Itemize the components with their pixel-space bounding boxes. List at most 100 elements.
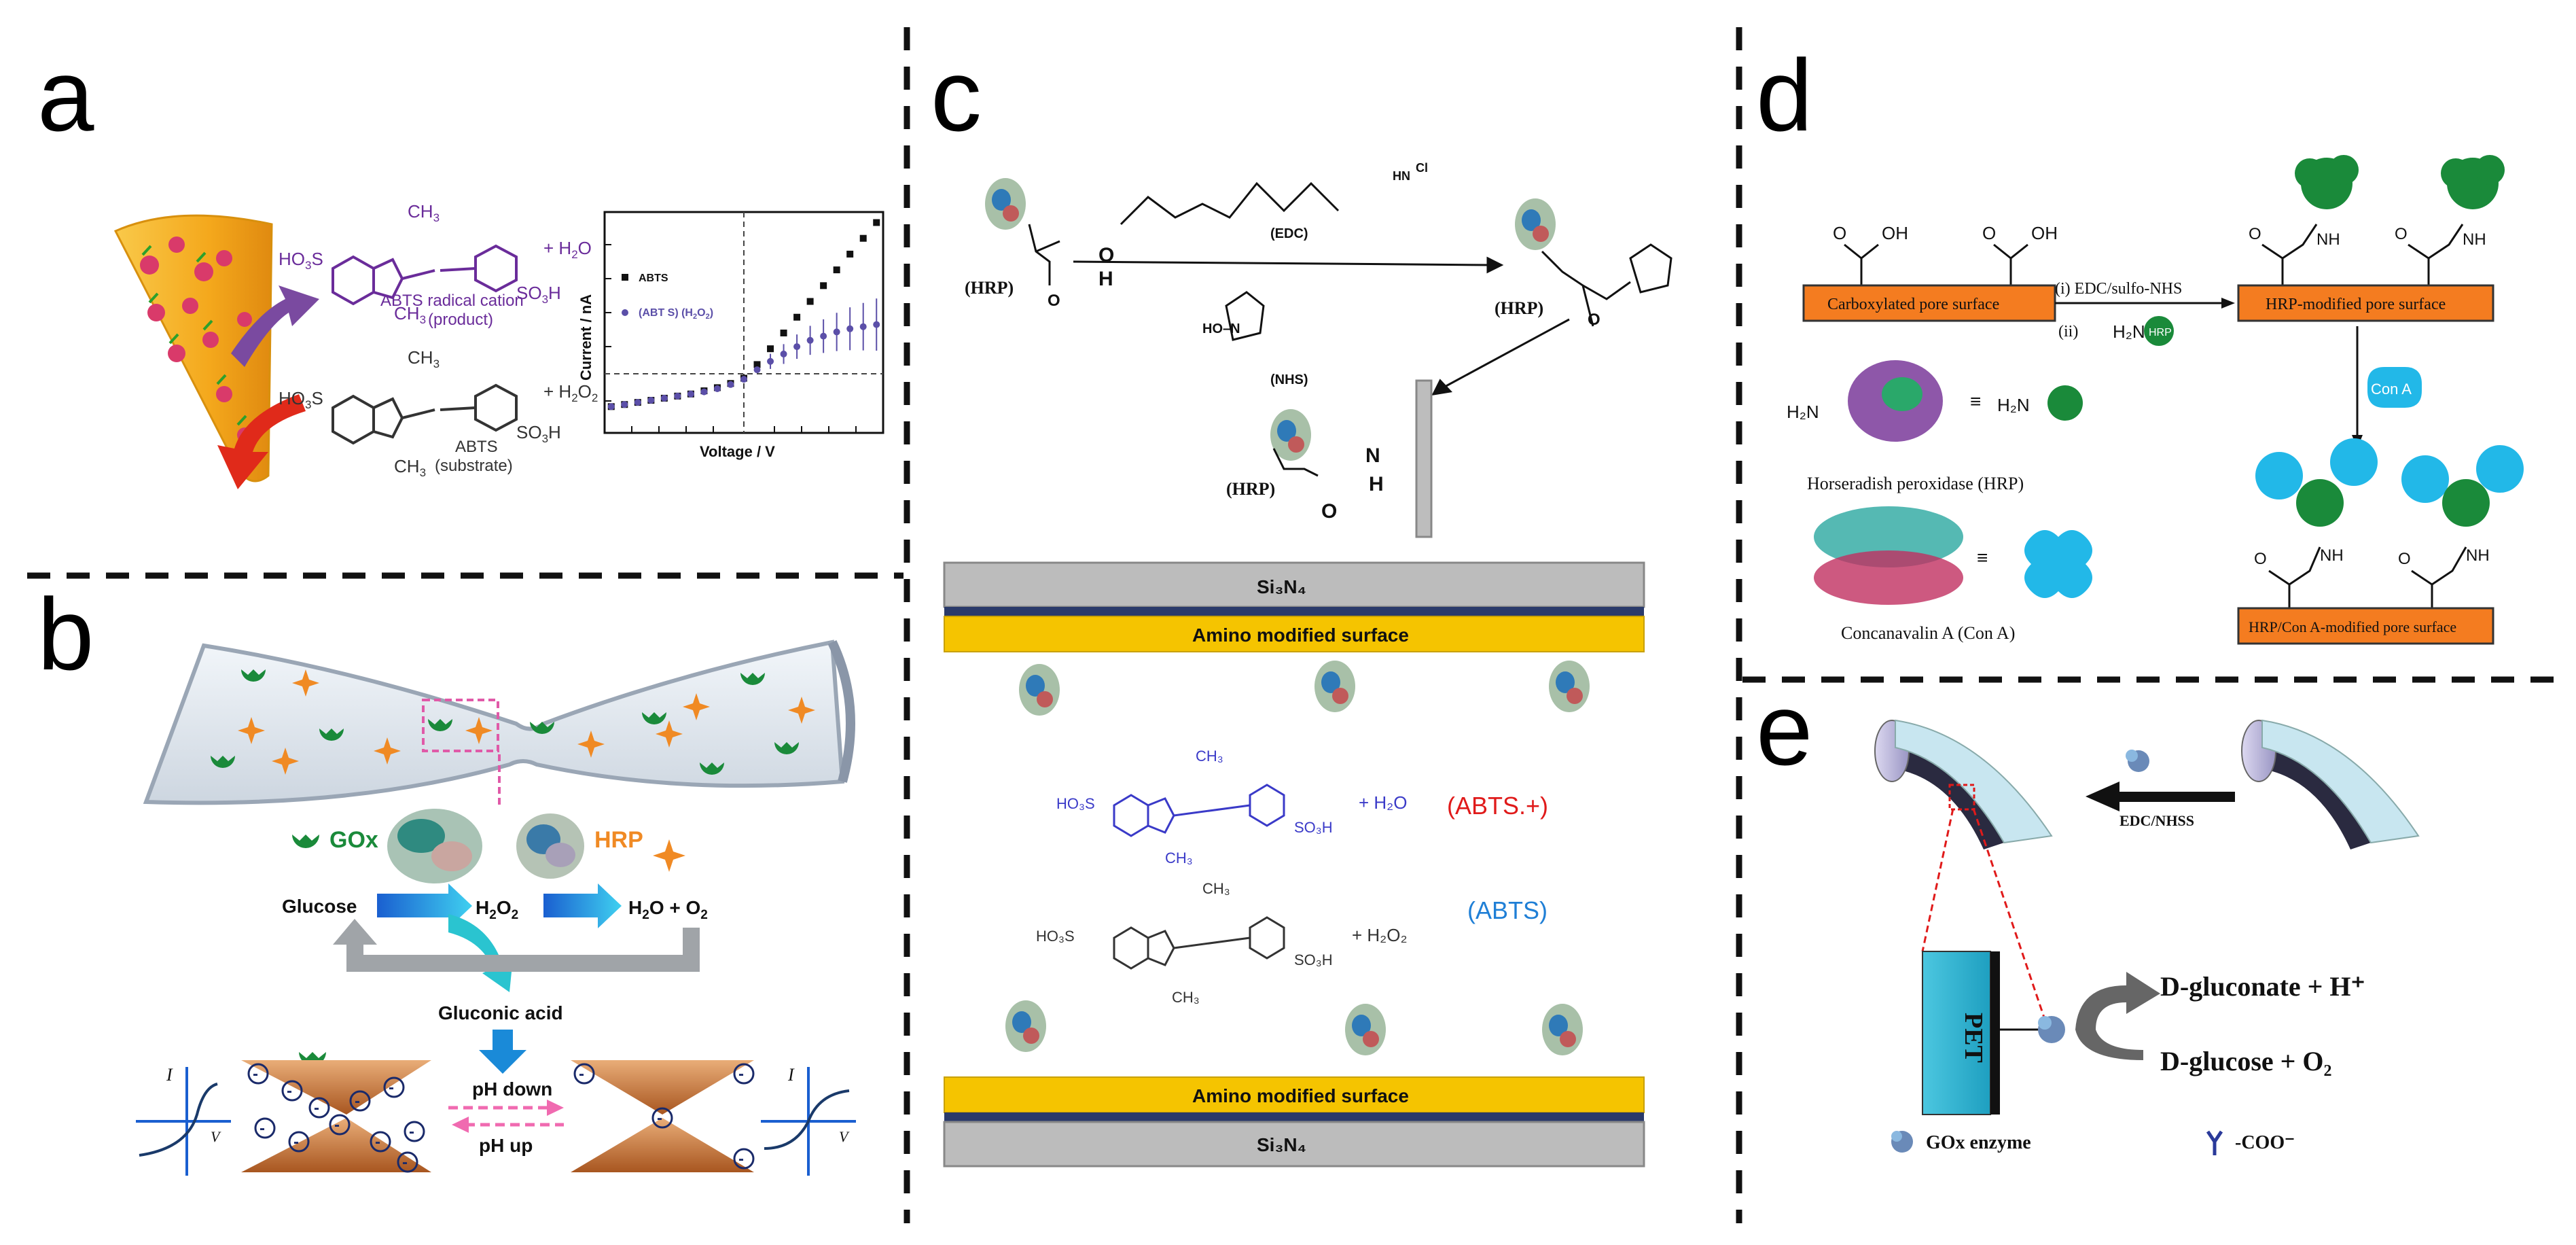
abts-h2o2-point: [740, 376, 747, 383]
zoom-box-e: [1948, 784, 1975, 811]
abts-h2o2-point: [674, 392, 681, 400]
svg-text:CH₃: CH₃: [1172, 989, 1200, 1006]
abts-product-label: (product): [428, 311, 493, 329]
abts-point: [780, 329, 787, 336]
svg-text:NH: NH: [2463, 230, 2486, 249]
abts-point: [753, 361, 761, 368]
svg-text:+ H₂O: + H₂O: [1359, 792, 1408, 813]
abts-h2o2-point: [647, 397, 655, 404]
coo-legend: -COO⁻: [2206, 1130, 2295, 1155]
abts-h2o2-point: [806, 336, 814, 344]
nanochannel-left: [1874, 719, 2053, 849]
iv-chart: ABTS (ABT S) (H2O2) Current / nA Voltage…: [577, 211, 884, 460]
abts-label: (ABTS): [1467, 896, 1548, 924]
abts-h2o2-point: [793, 343, 801, 351]
gox-label: GOx: [329, 827, 378, 853]
edc-label: (EDC): [1270, 226, 1308, 241]
hrp-label: HRP: [594, 827, 643, 853]
svg-text:+ H₂O₂: + H₂O₂: [1352, 925, 1408, 945]
svg-text:-COO⁻: -COO⁻: [2235, 1132, 2295, 1153]
svg-text:I: I: [787, 1065, 795, 1085]
d-glucose-label: D-glucose + O₂: [2160, 1046, 2332, 1076]
svg-text:SO₃H: SO₃H: [1294, 951, 1333, 968]
legend-abts: ABTS: [639, 273, 668, 284]
step-ii-label: (ii): [2058, 323, 2078, 340]
svg-text:-: -: [402, 1153, 408, 1172]
hrp-cona-surface: [2237, 607, 2494, 645]
hrp-protein-illustration: [516, 813, 584, 879]
legend-abts-h2o2: (ABT S) (H2O2): [639, 307, 713, 321]
abts-substrate-label: ABTS: [455, 438, 498, 456]
con-a-blobs: [2255, 438, 2524, 503]
edc-nhss-label: EDC/NHSS: [2119, 812, 2194, 829]
o-label-2: O: [1048, 292, 1060, 310]
ph-up-label: pH up: [479, 1135, 533, 1156]
svg-text:O: O: [2395, 225, 2408, 243]
svg-text:-: -: [738, 1150, 744, 1168]
channel-rim: [827, 640, 855, 783]
svg-text:O: O: [2398, 550, 2411, 568]
svg-text:≡: ≡: [1977, 547, 1988, 568]
svg-text:GOx enzyme: GOx enzyme: [1926, 1132, 2031, 1153]
con-a-molecule-legend: ≡: [1814, 506, 2092, 605]
abts-h2o2-point: [687, 390, 694, 398]
gox-enzyme-bound: [2038, 1016, 2065, 1043]
o-label-1: O: [1098, 244, 1114, 266]
svg-text:CH3: CH3: [408, 347, 440, 370]
si3n4-bottom-label: Si₃N₄: [1257, 1134, 1306, 1155]
arrow-to-gluconic: [448, 914, 513, 992]
panel-c: c (HRP): [931, 38, 1672, 1168]
svg-text:≡: ≡: [1970, 391, 1981, 412]
svg-text:NH: NH: [2320, 546, 2344, 565]
bowtie-right: [571, 1060, 754, 1172]
arrow-gluconic-down: [479, 1030, 526, 1074]
hrp-molecule-legend: H₂N ≡ H₂N: [1787, 360, 2083, 442]
svg-text:HO₃S: HO₃S: [1036, 928, 1075, 945]
svg-text:NH: NH: [2316, 230, 2340, 249]
abts-h2o2-point: [607, 403, 615, 410]
abts-plus-labels: HO₃S SO₃H CH₃ CH₃ + H₂O: [1056, 748, 1408, 866]
abts-h2o2-point: [727, 381, 734, 388]
svg-text:O: O: [1833, 223, 1846, 243]
svg-text:+ H2O2: + H2O2: [543, 381, 598, 404]
svg-text:-: -: [389, 1079, 394, 1097]
gox-legend: GOx: [292, 827, 378, 853]
svg-text:-: -: [657, 1109, 662, 1127]
hrp-protein-icons: [985, 178, 1590, 1055]
iv-mini-plot-right: I V: [761, 1065, 856, 1176]
product-arrow: [231, 285, 319, 367]
svg-text:O: O: [2254, 550, 2267, 568]
svg-text:V: V: [211, 1128, 221, 1145]
hrp-blob-step: HRP: [2144, 316, 2174, 346]
svg-text:H₂N: H₂N: [1997, 395, 2030, 415]
hrp-modified-label: HRP-modified pore surface: [2266, 296, 2446, 313]
h-label-1: H: [1098, 268, 1113, 290]
abts-radical-cation-structure: [332, 244, 518, 306]
svg-text:-: -: [287, 1082, 292, 1100]
abts-point: [833, 266, 840, 274]
svg-text:OH: OH: [1882, 223, 1908, 243]
hrp-markers: [238, 669, 815, 872]
bowtie-left: [241, 1060, 431, 1172]
abts-substrate-labels: HO3S CH3 SO3H CH3 + H2O2 ABTS (substrate…: [279, 347, 598, 479]
hrp-label-1: (HRP): [965, 278, 1014, 298]
svg-text:V: V: [839, 1128, 850, 1145]
enzyme-ligands: [141, 245, 247, 426]
gox-icon-top: [2126, 750, 2149, 772]
ho-n-label: HO–N: [1202, 321, 1240, 336]
carboxylated-label: Carboxylated pore surface: [1827, 296, 1999, 313]
hourglass-channel: [143, 639, 845, 805]
abts-point: [846, 250, 854, 258]
svg-text:CH3: CH3: [394, 303, 426, 326]
si3n4-top-label: Si₃N₄: [1257, 576, 1306, 597]
abts-h2o2-point: [660, 394, 668, 402]
abts-point: [806, 298, 814, 305]
abts-point: [793, 313, 801, 321]
zoom-box: [422, 699, 499, 752]
panel-e-letter: e: [1756, 672, 1812, 786]
edc-nhs-labels: (HRP) (HRP) (HRP) (EDC) (NHS) HO–N O H O…: [965, 161, 1600, 523]
svg-text:-: -: [355, 1092, 360, 1110]
con-a-badge: Con A: [2367, 367, 2422, 408]
